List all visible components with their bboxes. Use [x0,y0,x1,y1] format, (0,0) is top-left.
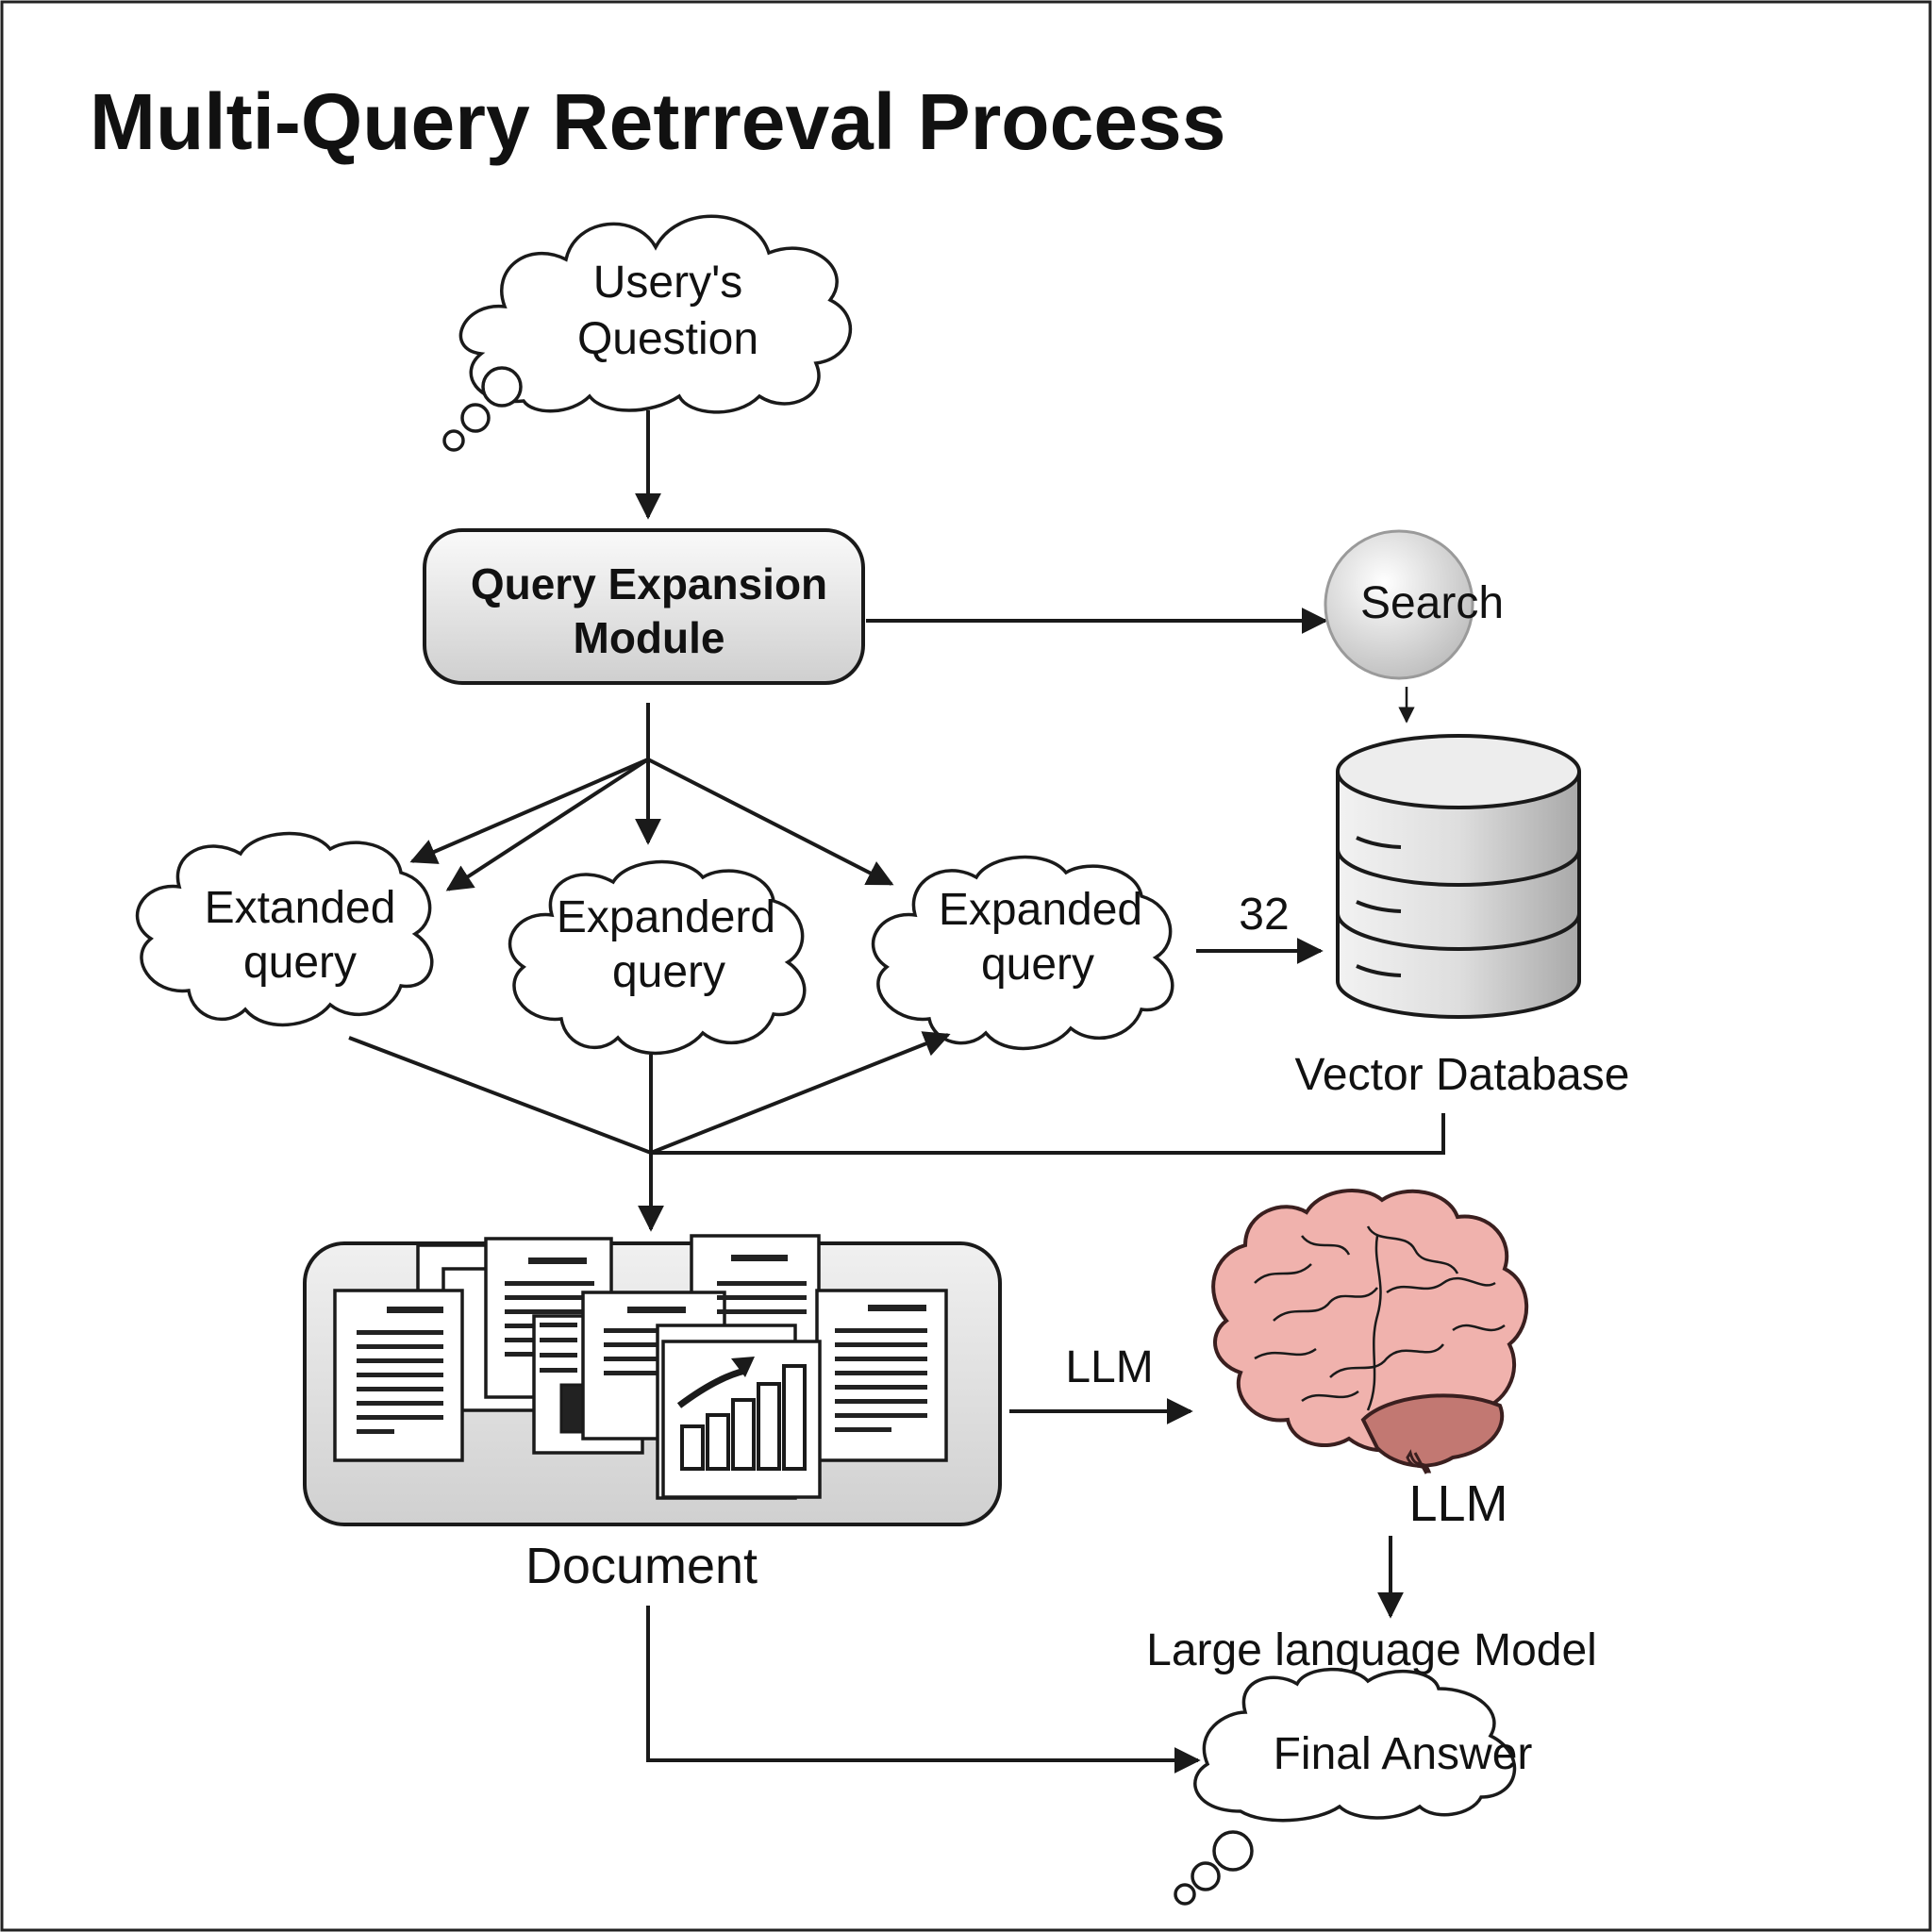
expanded-query-3-line1: Expanded [939,885,1142,935]
expanded-query-1-line2: query [243,938,357,988]
edge-number-label: 32 [1239,890,1289,940]
expanded-query-2-line2: query [612,947,725,997]
expanded-query-cloud-2: Expanderd query [508,859,807,1056]
merge-line-query-1 [348,1036,652,1155]
user-question-line2: Question [577,314,758,364]
expanded-query-2-line1: Expanderd [557,892,775,942]
expanded-query-3-line2: query [981,940,1094,990]
arrow-merge-to-query-3 [650,1031,951,1155]
brain-icon [1211,1189,1529,1474]
arrow-to-query-1b [445,758,650,891]
final-answer-cloud: Final Answer [1174,1667,1533,1906]
user-question-cloud: Usery's Question [442,214,853,452]
merge-line-database [651,1113,1445,1155]
arrow-to-query-1a [409,758,649,864]
expanded-query-cloud-1: Extanded query [135,831,434,1027]
vector-database-icon [1336,734,1581,1019]
user-question-line1: Usery's [593,258,743,308]
arrow-documents-to-final-answer [646,1606,1201,1774]
vector-database-label: Vector Database [1295,1050,1630,1100]
arrow-to-query-3 [647,758,894,886]
documents-panel [303,1234,1002,1526]
llm-edge-label: LLM [1065,1342,1153,1392]
search-node: Search [1324,529,1504,680]
expanded-query-1-line1: Extanded [205,883,396,933]
expanded-query-cloud-3: Expanded query [871,855,1174,1051]
large-language-model-label: Large language Model [1146,1625,1597,1675]
expansion-module-line1: Query Expansion [471,559,827,608]
document-label: Document [525,1538,758,1594]
brain-llm-label: LLM [1408,1475,1507,1532]
query-expansion-module: Query Expansion Module [423,528,865,685]
expansion-module-line2: Module [574,613,725,662]
final-answer-label: Final Answer [1274,1729,1533,1779]
search-label: Search [1360,578,1504,628]
diagram-title: Multi-Query Retrreval Process [90,77,1225,166]
